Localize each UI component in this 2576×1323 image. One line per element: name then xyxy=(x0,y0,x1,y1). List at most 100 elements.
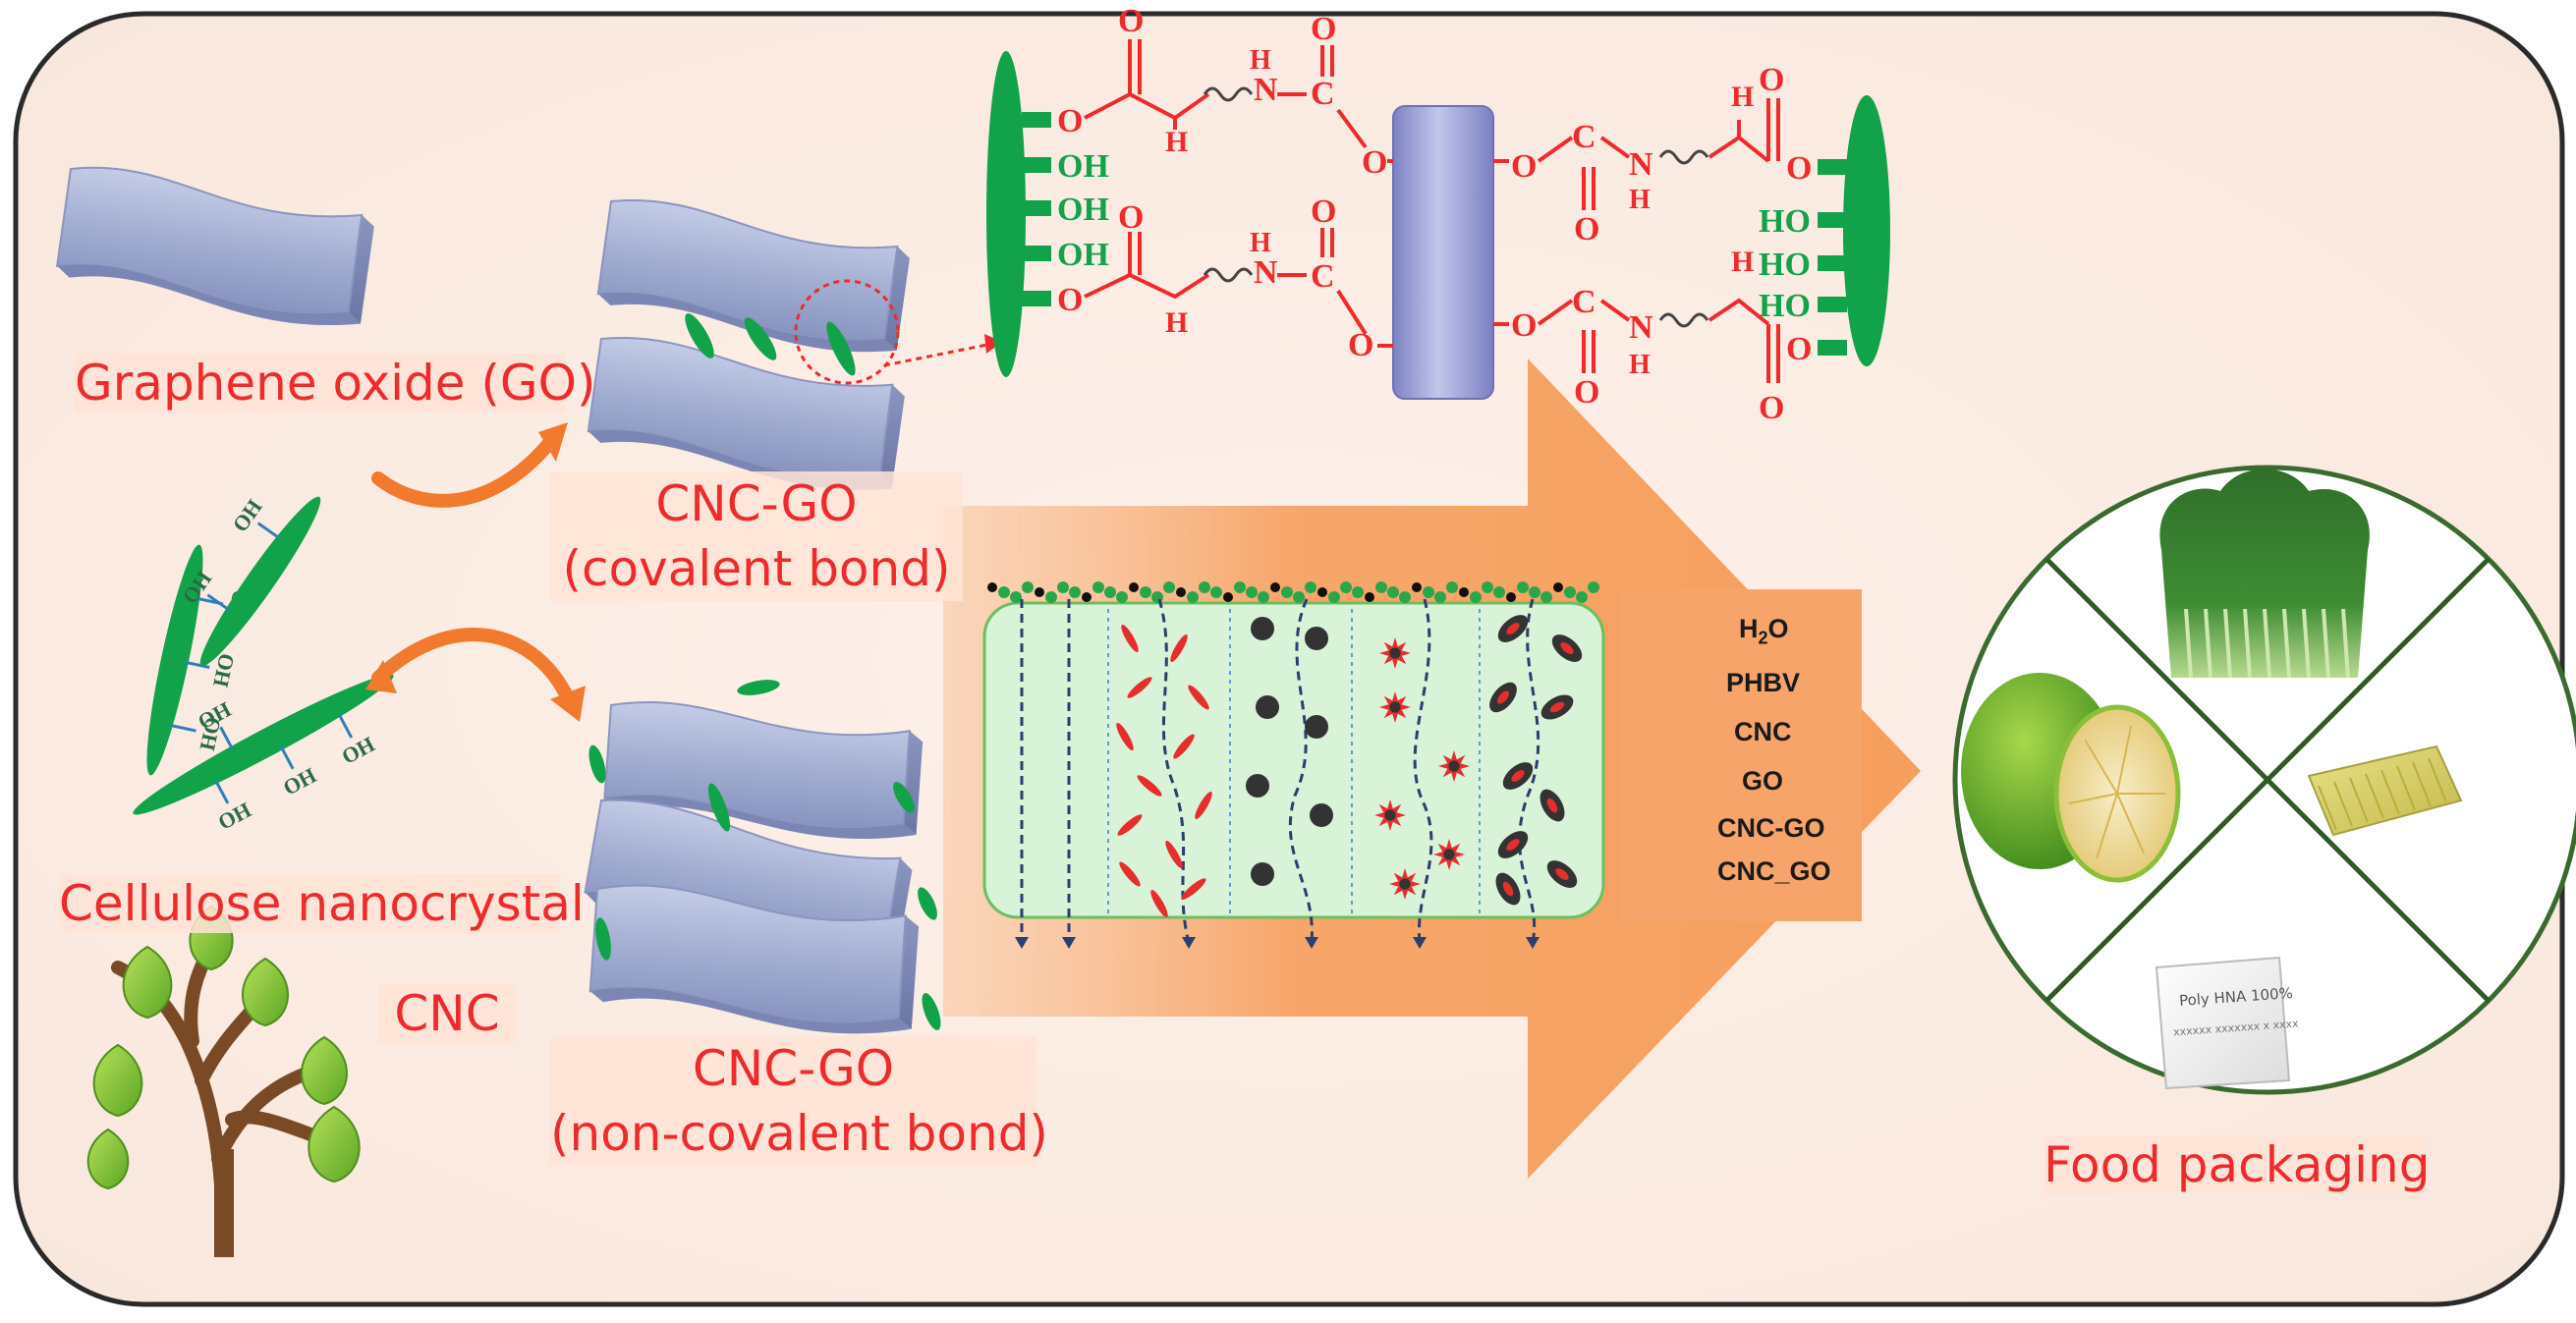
membrane-composite-core-3 xyxy=(1549,701,1565,713)
water-dot-47 xyxy=(1540,591,1552,603)
chem-wavy-tl xyxy=(1203,86,1254,102)
cnc-left-rod-3-bond-2 xyxy=(279,745,295,770)
spinach-stem-4 xyxy=(2263,608,2271,679)
legend-label-h2o: H2O xyxy=(1739,614,1789,648)
chem-left-stub-1 xyxy=(1022,157,1051,173)
water-dot-2 xyxy=(1010,591,1022,603)
permeation-arrowhead-4 xyxy=(1413,937,1427,949)
chem-left-stub-0 xyxy=(1022,112,1051,128)
phbv-membrane xyxy=(982,601,1605,919)
cnc-rod-cov-2 xyxy=(744,317,777,360)
label-cnc-go-noncovalent-line1: CNC-GO xyxy=(692,1040,895,1097)
chem-right-group-2: HO xyxy=(1759,247,1811,283)
chem-right-cnc-end xyxy=(1843,95,1890,366)
membrane-cnc-dash-2 xyxy=(1127,677,1152,698)
permeation-arrowhead-3 xyxy=(1305,937,1318,949)
chem-wavy-bl xyxy=(1203,267,1254,283)
water-dot-19 xyxy=(1210,586,1222,598)
pomelo-segment-3 xyxy=(2068,793,2118,805)
label-food-packaging: Food packaging xyxy=(2044,1135,2431,1194)
cnc-rod-nc-5 xyxy=(595,917,611,961)
chem-wavy-tr xyxy=(1658,149,1709,165)
water-dot-31 xyxy=(1352,586,1364,598)
label-graphene-oxide: Graphene oxide (GO) xyxy=(75,354,596,413)
cnc-left-rod-2-bond-0 xyxy=(206,593,230,611)
water-dot-3 xyxy=(1022,581,1034,593)
water-dot-13 xyxy=(1140,586,1151,598)
tree-trunk xyxy=(111,941,331,1254)
legend-label-go: GO xyxy=(1742,766,1784,796)
water-dot-9 xyxy=(1092,581,1104,593)
chem-left-group-0: O xyxy=(1057,103,1083,139)
water-dot-42 xyxy=(1482,581,1493,593)
water-dot-32 xyxy=(1365,592,1374,602)
water-dot-25 xyxy=(1281,586,1293,598)
chem-br-n: N xyxy=(1629,309,1653,346)
water-dot-48 xyxy=(1553,582,1563,592)
water-dot-39 xyxy=(1446,581,1458,593)
chem-wavy-br xyxy=(1658,312,1709,328)
water-dot-34 xyxy=(1387,586,1399,598)
zoom-circle xyxy=(794,279,900,385)
chem-bl-o: O xyxy=(1118,199,1144,236)
permeation-path-5 xyxy=(1518,598,1540,944)
membrane-cnc-dash-9 xyxy=(1165,841,1183,868)
chem-right-group-4: O xyxy=(1786,331,1812,367)
chem-tr-nh: H xyxy=(1629,185,1651,215)
chem-bl-nh: H xyxy=(1250,228,1271,258)
noodle-line-6 xyxy=(2412,761,2432,807)
cnc-left-rod-3-bond-1 xyxy=(214,780,230,804)
noodle-line-1 xyxy=(2333,781,2353,827)
food-photo-noodles xyxy=(2307,744,2463,837)
chem-right-stub-2 xyxy=(1818,255,1847,271)
noodle-line-0 xyxy=(2318,785,2337,831)
label-cnc-go-covalent-line2: (covalent bond) xyxy=(562,540,951,597)
go-sheet-covalent-top xyxy=(596,198,910,353)
spinach-leaves xyxy=(2159,469,2370,678)
tree-leaf-5 xyxy=(308,1105,361,1184)
chem-left-group-2: OH xyxy=(1057,192,1109,228)
chem-tl-o2: O xyxy=(1311,11,1336,47)
water-dot-50 xyxy=(1576,591,1588,603)
chem-left-group-1: OH xyxy=(1057,148,1109,185)
go-sheet-covalent-bottom-underside xyxy=(588,430,892,490)
spinach-stem-1 xyxy=(2204,608,2212,679)
membrane-go-dot-4 xyxy=(1246,774,1269,798)
chem-left-stub-4 xyxy=(1022,291,1051,306)
curved-arrow-1 xyxy=(371,435,557,508)
cnc-rod-nc-6 xyxy=(918,887,937,920)
cnc-left-rod-1-body xyxy=(146,544,203,776)
food-photo-bag xyxy=(2155,956,2291,1090)
water-dot-43 xyxy=(1493,586,1505,598)
cnc-left-rod-1-bond-1 xyxy=(184,660,210,669)
chem-tr-c: C xyxy=(1572,119,1596,155)
membrane-composite-core-6 xyxy=(1506,839,1520,851)
chem-tr-h: H xyxy=(1731,81,1754,113)
water-dot-36 xyxy=(1412,582,1422,592)
spinach-stem-3 xyxy=(2243,608,2252,679)
water-dot-45 xyxy=(1517,581,1529,593)
tree-leaf-3 xyxy=(242,957,289,1027)
chem-chain-br-c2 xyxy=(1599,299,1631,322)
chem-tr-o3: O xyxy=(1759,62,1784,98)
spinach-stem-2 xyxy=(2223,608,2232,679)
chem-tr-o2: O xyxy=(1574,211,1599,248)
permeation-path-3 xyxy=(1288,598,1314,944)
permeation-arrowhead-1 xyxy=(1062,937,1076,949)
permeation-arrowhead-0 xyxy=(1015,937,1029,949)
cnc-rod-cov-3 xyxy=(826,321,856,376)
membrane-go-dot-5 xyxy=(1310,803,1333,827)
water-dot-24 xyxy=(1270,582,1280,592)
chem-chain-tr-c2 xyxy=(1599,136,1631,159)
chem-chain-tl-a xyxy=(1084,91,1210,121)
chem-chain-tr-b xyxy=(1537,136,1574,163)
pomelo-segment-2 xyxy=(2096,793,2118,858)
permeation-path-2 xyxy=(1157,598,1191,944)
cnc-left-rod-3-bond-0 xyxy=(219,726,235,750)
spinach-stem-6 xyxy=(2302,608,2311,679)
water-dot-7 xyxy=(1069,586,1081,598)
water-dot-40 xyxy=(1459,587,1469,597)
noodle-line-5 xyxy=(2396,765,2416,811)
water-dot-29 xyxy=(1328,591,1340,603)
